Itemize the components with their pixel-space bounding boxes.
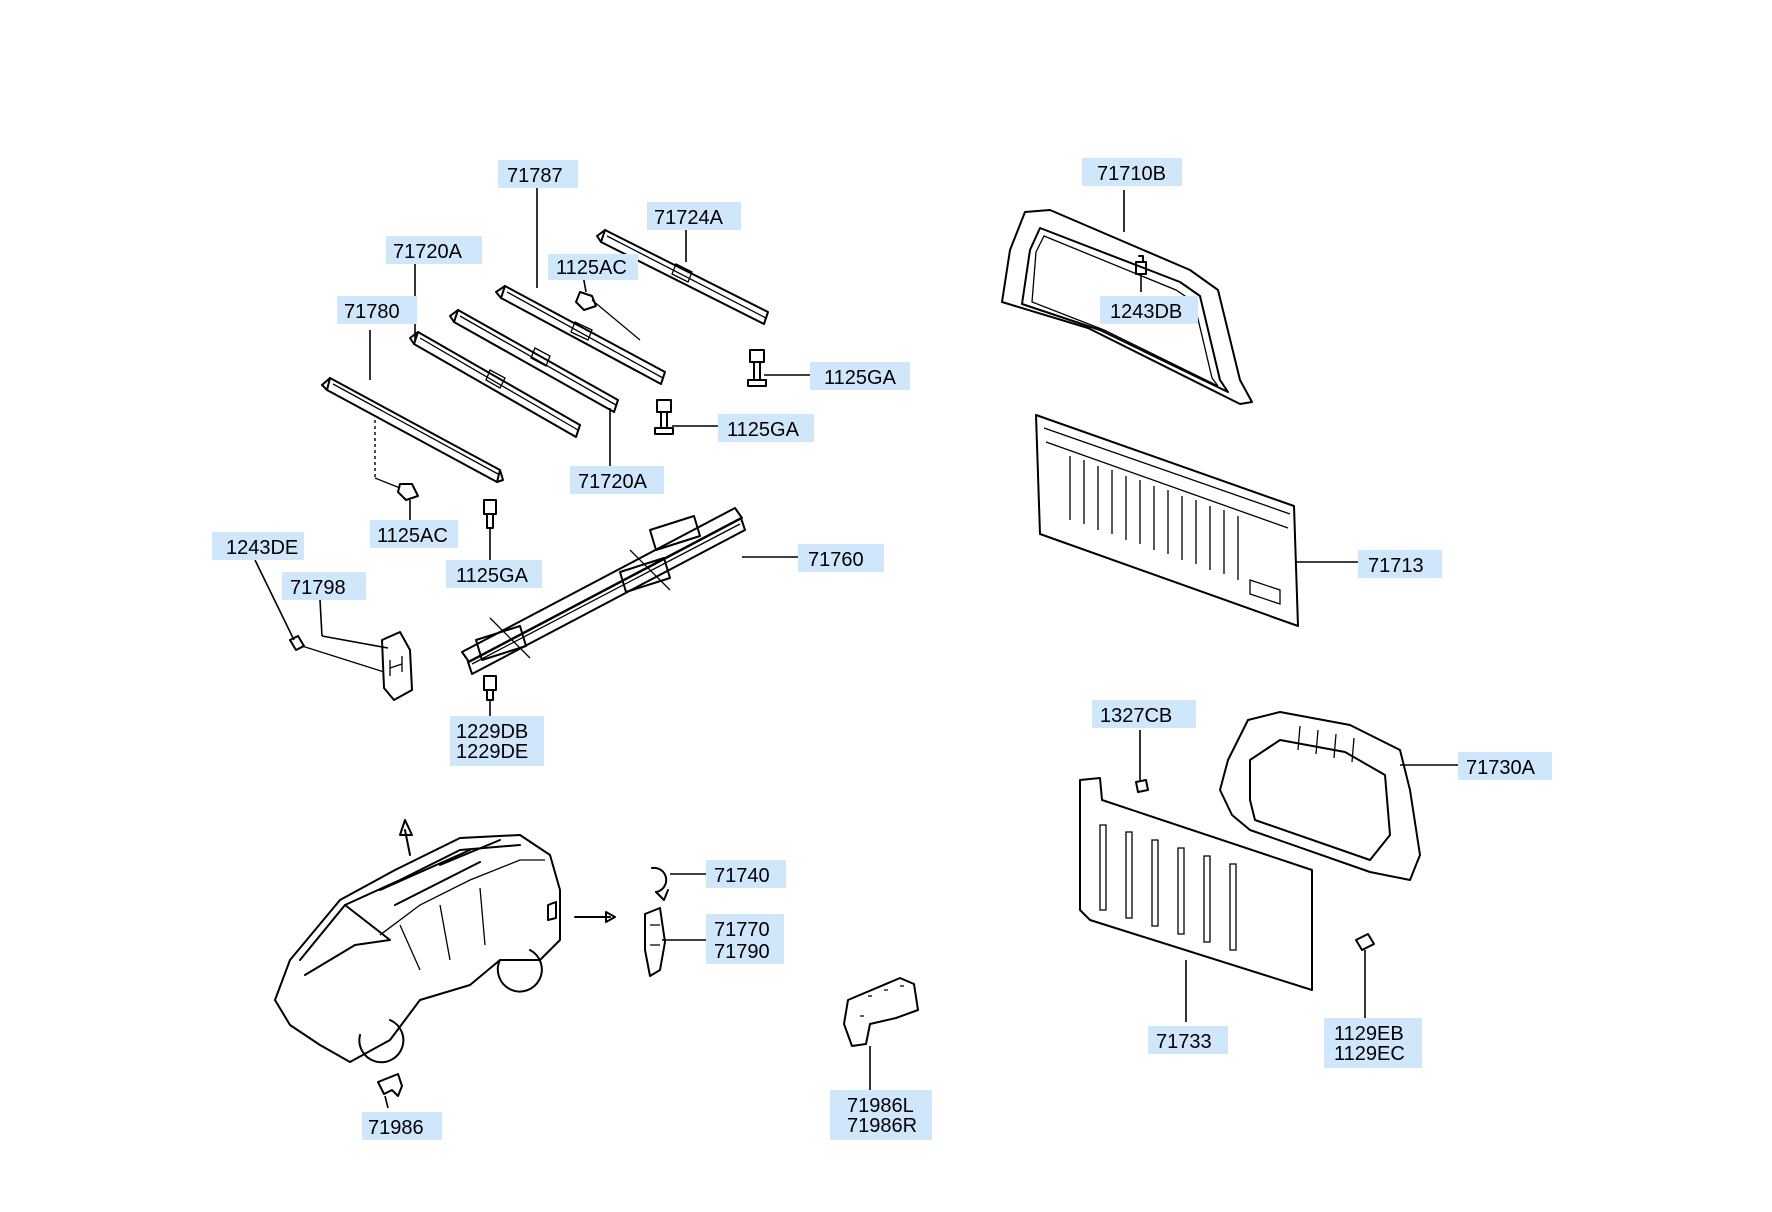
clamp-71740 xyxy=(651,866,669,901)
bolt-1129EB xyxy=(1355,933,1375,951)
partition-71713 xyxy=(1035,414,1299,627)
bolt-1125AC-bottom xyxy=(374,420,419,501)
label-71724A: 71724A xyxy=(654,207,724,229)
label-1129EC: 1129EC xyxy=(1334,1043,1405,1065)
roof-bow-71780 xyxy=(321,377,504,483)
label-1327CB: 1327CB xyxy=(1100,705,1172,727)
bolt-1125GA-b xyxy=(654,399,674,435)
label-71720A-top: 71720A xyxy=(393,241,463,263)
bolt-1229DB xyxy=(483,675,497,701)
leader-lines xyxy=(254,180,1460,1109)
label-71713: 71713 xyxy=(1368,555,1424,577)
label-1243DE: 1243DE xyxy=(226,537,298,559)
label-71787: 71787 xyxy=(507,165,563,187)
label-71986R: 71986R xyxy=(847,1115,917,1137)
bolt-1125AC-top xyxy=(575,291,641,341)
bracket-71798 xyxy=(381,631,413,701)
part-labels: 71787 71724A 71720A 1125AC 71780 1125GA … xyxy=(212,158,1552,1140)
label-71720A-bottom: 71720A xyxy=(578,471,648,493)
floor-panel-71733 xyxy=(1079,777,1313,991)
roof-bow-71720A-front xyxy=(409,331,581,438)
step-71730A xyxy=(1219,711,1421,881)
label-71780: 71780 xyxy=(344,301,400,323)
label-71770: 71770 xyxy=(714,919,770,941)
crossmember-71760 xyxy=(461,507,746,675)
label-71986L: 71986L xyxy=(847,1095,914,1117)
label-71790: 71790 xyxy=(714,941,770,963)
roof-bow-71720A-rear xyxy=(449,309,619,413)
roof-bow-71724A xyxy=(596,229,769,325)
van-illustration xyxy=(274,819,616,1064)
label-71730A: 71730A xyxy=(1466,757,1536,779)
label-71740: 71740 xyxy=(714,865,770,887)
label-1229DE: 1229DE xyxy=(456,741,528,763)
bolt-1243DE xyxy=(289,635,385,673)
label-1229DB: 1229DB xyxy=(456,721,528,743)
nut-1327CB xyxy=(1135,779,1149,793)
window-frame-71710B xyxy=(1001,209,1253,405)
bolt-1125GA-a xyxy=(747,349,767,387)
bracket-71986L xyxy=(843,977,919,1047)
bolt-1125GA-c xyxy=(483,499,497,529)
label-1125AC-bottom: 1125AC xyxy=(377,525,448,547)
roof-bow-71787 xyxy=(495,285,666,385)
label-71760: 71760 xyxy=(808,549,864,571)
label-71798: 71798 xyxy=(290,577,346,599)
plate-71770 xyxy=(644,907,666,977)
label-1125GA-a: 1125GA xyxy=(824,367,897,389)
label-71986: 71986 xyxy=(368,1117,424,1139)
label-71710B: 71710B xyxy=(1097,163,1166,185)
label-1125GA-c: 1125GA xyxy=(456,565,529,587)
label-1125GA-b: 1125GA xyxy=(727,419,800,441)
label-1243DB: 1243DB xyxy=(1110,301,1182,323)
label-71733: 71733 xyxy=(1156,1031,1212,1053)
bolt-1243DB xyxy=(1135,255,1147,275)
label-1125AC-top: 1125AC xyxy=(556,257,627,279)
label-1129EB: 1129EB xyxy=(1334,1023,1404,1045)
clip-71986 xyxy=(377,1073,403,1097)
